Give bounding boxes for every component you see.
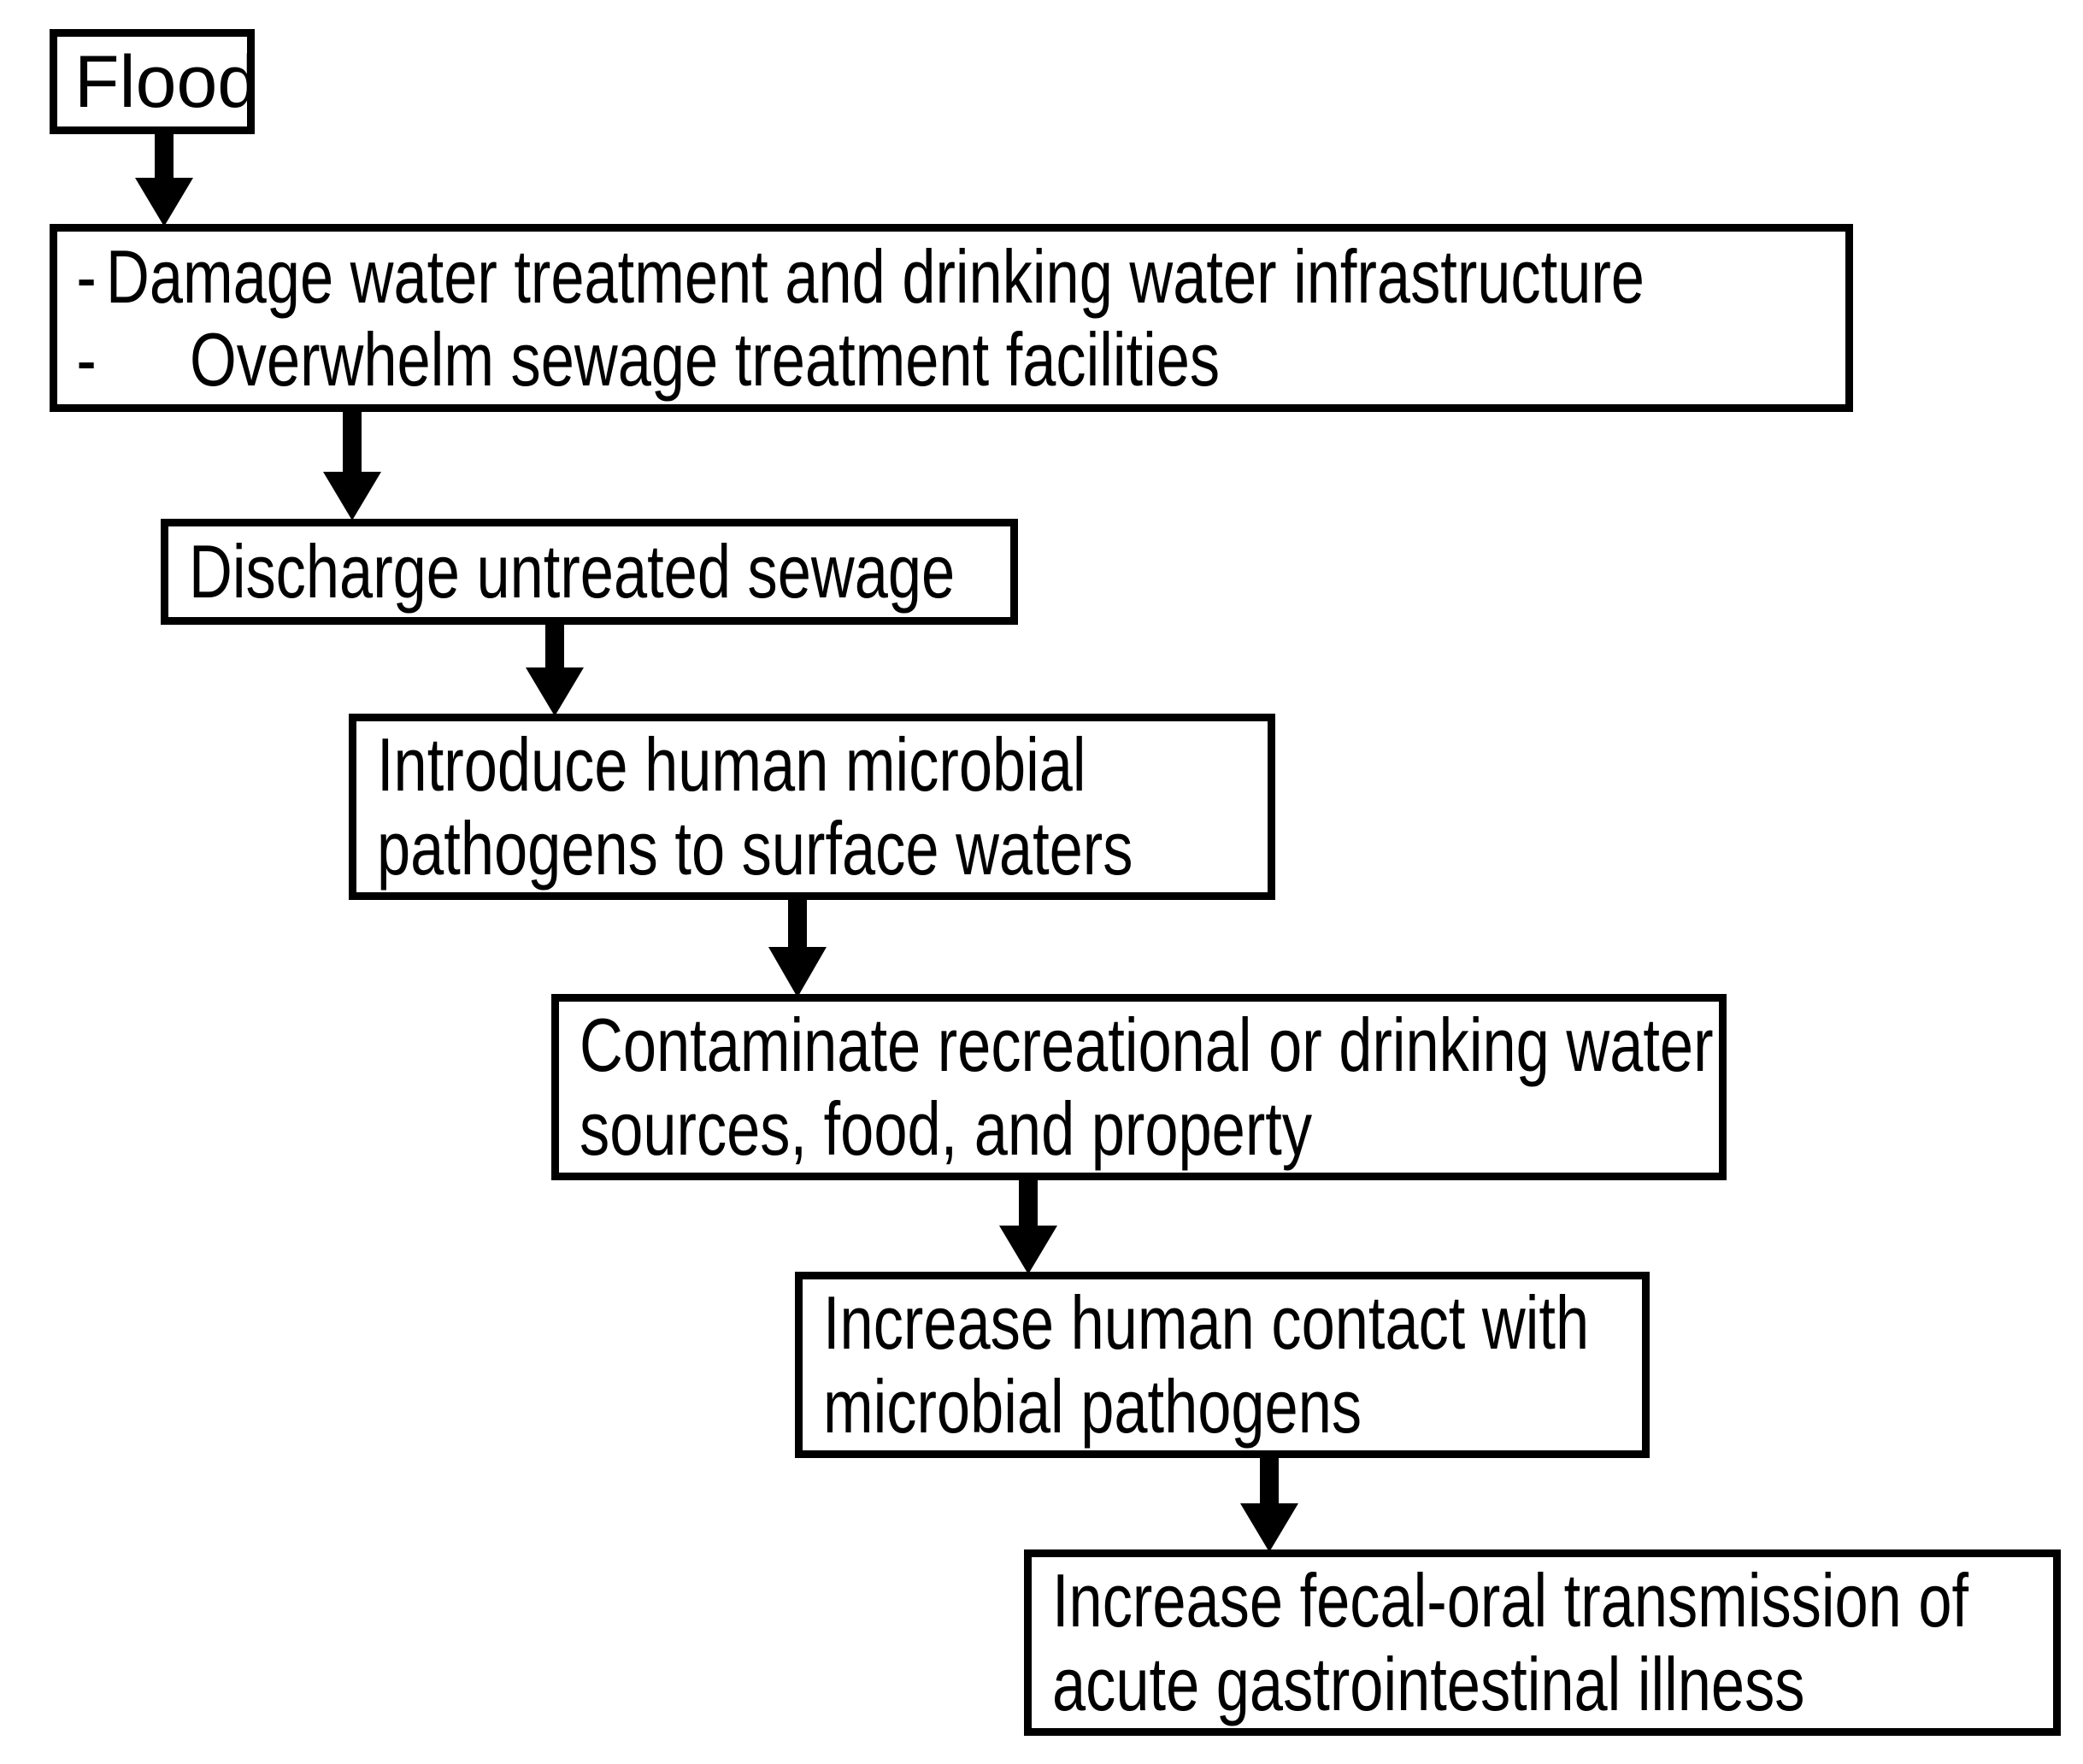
node-fecal-oral-line-1: Increase fecal-oral transmission of <box>1052 1558 1969 1643</box>
down-arrow-icon <box>135 132 193 226</box>
node-contaminate-water-sources[interactable]: Contaminate recreational or drinking wat… <box>551 994 1727 1180</box>
bullet-text-2: Overwhelm sewage treatment facilities <box>190 317 1221 402</box>
edge-flood-to-damage <box>134 132 194 227</box>
bullet-item: - Overwhelm sewage treatment facilities <box>57 318 1845 401</box>
edge-discharge-to-introduce <box>525 621 585 717</box>
edge-damage-to-discharge <box>322 409 382 521</box>
bullet-text-1: Damage water treatment and drinking wate… <box>106 234 1645 319</box>
node-discharge-untreated-sewage[interactable]: Discharge untreated sewage <box>161 519 1018 625</box>
node-flood[interactable]: Flood <box>50 29 259 134</box>
node-flood-line-1: Flood <box>74 40 259 123</box>
down-arrow-icon <box>526 621 584 716</box>
edge-increase-contact-to-fecal-oral <box>1239 1455 1299 1553</box>
down-arrow-icon <box>999 1178 1057 1274</box>
down-arrow-icon <box>323 409 381 520</box>
down-arrow-icon <box>768 897 827 997</box>
node-introduce-line-2: pathogens to surface waters <box>377 806 1133 891</box>
node-fecal-oral-line-2: acute gastrointestinal illness <box>1052 1642 1805 1726</box>
node-increase-human-contact[interactable]: Increase human contact with microbial pa… <box>795 1272 1650 1458</box>
down-arrow-icon <box>1240 1455 1298 1552</box>
node-increase-contact-line-1: Increase human contact with <box>823 1280 1590 1365</box>
node-flood-impacts[interactable]: - Damage water treatment and drinking wa… <box>50 224 1853 412</box>
node-introduce-line-1: Introduce human microbial <box>377 722 1086 807</box>
node-contaminate-line-2: sources, food, and property <box>580 1086 1313 1171</box>
edge-introduce-to-contaminate <box>768 897 827 998</box>
node-contaminate-line-1: Contaminate recreational or drinking wat… <box>580 1003 1714 1087</box>
node-increase-contact-line-2: microbial pathogens <box>823 1364 1362 1449</box>
bullet-item: - Damage water treatment and drinking wa… <box>57 235 1845 318</box>
node-discharge-line-1: Discharge untreated sewage <box>189 529 956 614</box>
bullet-marker-icon: - <box>76 234 97 319</box>
edge-contaminate-to-increase-contact <box>998 1178 1058 1275</box>
bullet-marker-icon: - <box>76 317 97 402</box>
node-introduce-pathogens[interactable]: Introduce human microbial pathogens to s… <box>349 714 1275 900</box>
node-increase-fecal-oral-transmission[interactable]: Increase fecal-oral transmission of acut… <box>1024 1549 2061 1736</box>
